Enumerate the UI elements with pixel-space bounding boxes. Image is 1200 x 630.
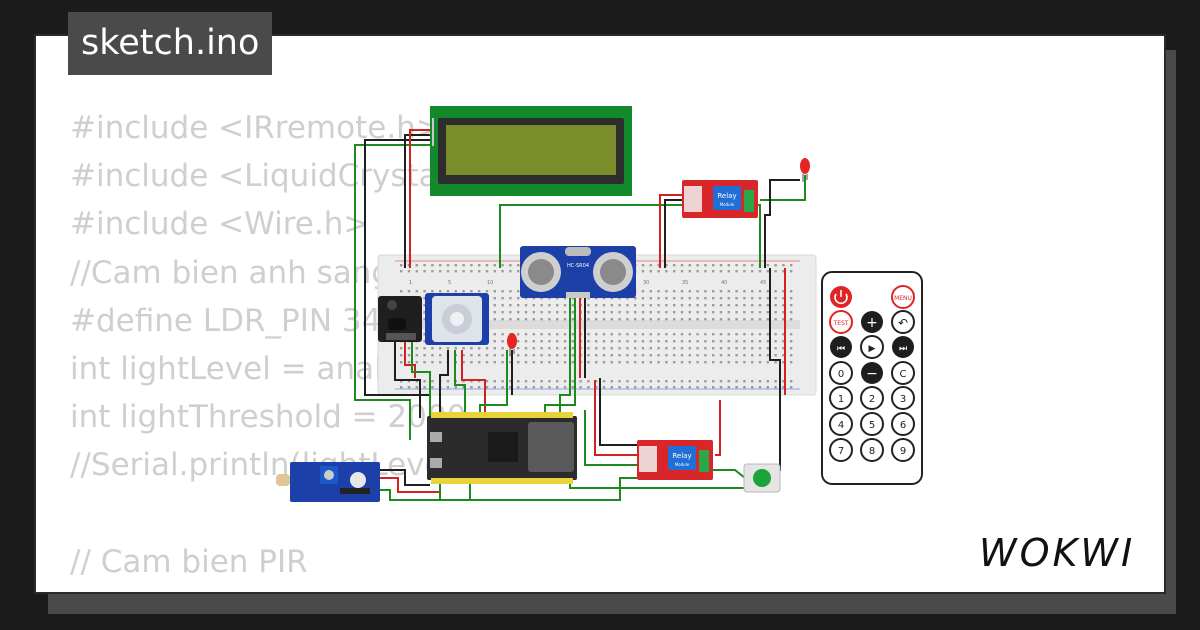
code-line: #include <LiquidCrystal_ xyxy=(70,158,462,195)
remote-prev-button: ⏮ xyxy=(830,336,852,358)
ldr-sensor-module xyxy=(276,462,380,502)
code-line: #define PIR_PIN 2 xyxy=(70,586,466,593)
remote-digit-7: 7 xyxy=(838,446,844,457)
remote-digit-4: 4 xyxy=(838,420,844,431)
column-number: 35 xyxy=(682,280,688,286)
column-number: 1 xyxy=(409,280,412,286)
ultrasonic-model-label: HC-SR04 xyxy=(567,263,589,269)
remote-plus-button: + xyxy=(861,311,883,333)
svg-text:⏭: ⏭ xyxy=(899,344,907,354)
relay-title: Relay xyxy=(672,452,691,460)
remote-menu-button: MENU xyxy=(891,285,915,309)
code-line: // Cam bien PIR xyxy=(70,543,308,580)
remote-minus-button: − xyxy=(861,362,883,384)
column-number: 5 xyxy=(448,280,451,286)
svg-text:⏮: ⏮ xyxy=(837,344,845,354)
ir-receiver xyxy=(378,296,422,342)
remote-back-button: ↶ xyxy=(891,310,915,334)
ultrasonic-sensor: HC-SR04 xyxy=(520,246,636,298)
svg-text:MENU: MENU xyxy=(894,295,912,302)
red-led-middle xyxy=(507,333,517,356)
ir-remote: MENU TEST + ↶ ⏮ ▶ ⏭ 0 xyxy=(821,271,923,485)
pir-sensor xyxy=(425,293,489,345)
remote-digit-8: 8 xyxy=(869,446,875,457)
code-background: #include <IRremote.h>#include <LiquidCry… xyxy=(70,104,466,593)
remote-next-button: ⏭ xyxy=(892,336,914,358)
remote-digit-buttons: 1 2 3 4 5 6 7 8 9 xyxy=(829,386,915,462)
column-number: 40 xyxy=(721,280,727,286)
remote-digit-9: 9 xyxy=(900,446,906,457)
svg-text:↶: ↶ xyxy=(898,316,908,330)
remote-digit-2: 2 xyxy=(869,394,875,405)
remote-test-button: TEST xyxy=(829,310,853,334)
svg-text:▶: ▶ xyxy=(869,344,876,354)
red-led-top xyxy=(800,158,810,182)
svg-text:0: 0 xyxy=(838,369,844,380)
relay-module-top: Relay Module xyxy=(682,180,758,218)
remote-c-button: C xyxy=(891,361,915,385)
relay-title: Relay xyxy=(717,192,736,200)
push-button xyxy=(743,463,781,493)
svg-text:−: − xyxy=(866,366,878,382)
remote-digit-1: 1 xyxy=(838,394,844,405)
column-number: 10 xyxy=(487,280,493,286)
svg-text:+: + xyxy=(866,315,878,331)
svg-text:C: C xyxy=(900,369,907,380)
lcd-display xyxy=(430,106,632,196)
column-number: 30 xyxy=(643,280,649,286)
remote-play-button: ▶ xyxy=(860,335,884,359)
esp32-board xyxy=(427,412,577,484)
svg-text:TEST: TEST xyxy=(833,320,849,327)
column-number: 45 xyxy=(760,280,766,286)
relay-subtitle: Module xyxy=(720,202,735,207)
remote-digit-5: 5 xyxy=(869,420,875,431)
code-line: #define LDR_PIN 34 xyxy=(70,302,382,339)
relay-subtitle: Module xyxy=(675,462,690,467)
file-name-badge: sketch.ino xyxy=(68,12,273,75)
remote-zero-button: 0 xyxy=(829,361,853,385)
wires xyxy=(354,129,806,501)
relay-module-bottom: Relay Module xyxy=(637,440,713,480)
remote-power-button xyxy=(830,286,852,308)
remote-digit-3: 3 xyxy=(900,394,906,405)
code-line: #include <Wire.h> xyxy=(70,206,370,243)
remote-digit-6: 6 xyxy=(900,420,906,431)
wokwi-logo-text: WOKWI xyxy=(979,531,1135,575)
wokwi-logo: WOKWI xyxy=(979,531,1135,575)
